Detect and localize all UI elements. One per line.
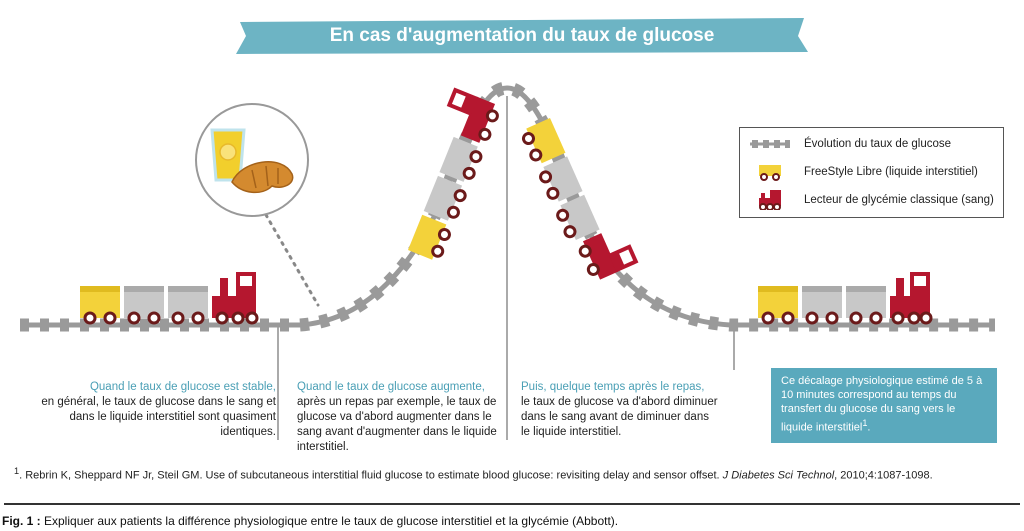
meal-bubble: [195, 103, 309, 217]
caption-divider: [4, 503, 1020, 505]
red-locomotive: [890, 272, 930, 318]
reference-details: , 2010;4:1087-1098.: [834, 469, 933, 482]
legend-item-track: Évolution du taux de glucose: [750, 134, 951, 154]
red-locomotive: [582, 233, 639, 280]
caption-stable: Quand le taux de glucose est stable, en …: [36, 380, 276, 440]
caption-stable-body: en général, le taux de glucose dans le s…: [41, 396, 276, 438]
info-box-end: .: [867, 421, 871, 434]
yellow-wagon: [526, 118, 566, 164]
caption-rise-highlight: Quand le taux de glucose augmente,: [297, 381, 485, 393]
legend-label-glycemie: Lecteur de glycémie classique (sang): [804, 194, 994, 206]
red-locomotive-icon: [750, 190, 790, 210]
info-box-text: Ce décalage physiologique estimé de 5 à …: [781, 375, 983, 434]
caption-rise: Quand le taux de glucose augmente, après…: [297, 380, 512, 455]
red-locomotive: [446, 87, 496, 143]
figure-caption-text: Expliquer aux patients la différence phy…: [40, 514, 619, 528]
diagram-title: En cas d'augmentation du taux de glucose: [329, 25, 715, 46]
grey-wagon: [543, 156, 583, 202]
track-icon: [750, 134, 790, 154]
yellow-wagon: [408, 214, 447, 260]
title-banner: En cas d'augmentation du taux de glucose: [236, 18, 808, 54]
info-box-sup: 1: [862, 418, 868, 428]
caption-rise-body: après un repas par exemple, le taux de g…: [297, 396, 497, 453]
red-locomotive: [212, 272, 256, 318]
caption-fall-highlight: Puis, quelque temps après le repas,: [521, 381, 705, 393]
grey-wagon: [560, 194, 600, 241]
caption-stable-highlight: Quand le taux de glucose est stable,: [89, 381, 276, 393]
reference-journal: J Diabetes Sci Technol: [722, 469, 835, 482]
grey-wagon: [423, 175, 463, 221]
caption-fall: Puis, quelque temps après le repas, le t…: [521, 380, 721, 440]
bubble-connector: [260, 206, 320, 307]
reference-authors: . Rebrin K, Sheppard NF Jr, Steil GM. Us…: [19, 469, 723, 482]
train-rising: [408, 87, 499, 260]
legend-item-glycemie: Lecteur de glycémie classique (sang): [750, 190, 994, 210]
reference: 1. Rebrin K, Sheppard NF Jr, Steil GM. U…: [14, 466, 1014, 482]
grey-wagon: [439, 136, 478, 182]
legend: Évolution du taux de glucose FreeStyle L…: [739, 127, 1004, 218]
caption-fall-body: le taux de glucose va d'abord diminuer d…: [521, 396, 718, 438]
legend-item-freestyle: FreeStyle Libre (liquide interstitiel): [750, 162, 978, 182]
figure-caption-label: Fig. 1 :: [2, 514, 41, 528]
figure-caption: Fig. 1 : Expliquer aux patients la diffé…: [2, 514, 1022, 528]
track-sleepers: [20, 81, 995, 332]
legend-label-freestyle: FreeStyle Libre (liquide interstitiel): [804, 166, 978, 178]
train-stable-right: [758, 272, 933, 325]
train-track-illustration: [20, 81, 995, 440]
info-box: Ce décalage physiologique estimé de 5 à …: [771, 368, 997, 443]
legend-label-track: Évolution du taux de glucose: [804, 138, 952, 150]
train-falling: [521, 118, 639, 280]
train-stable-left: [80, 272, 259, 325]
reference-sup: 1: [14, 466, 20, 476]
yellow-wagon-icon: [750, 162, 790, 182]
